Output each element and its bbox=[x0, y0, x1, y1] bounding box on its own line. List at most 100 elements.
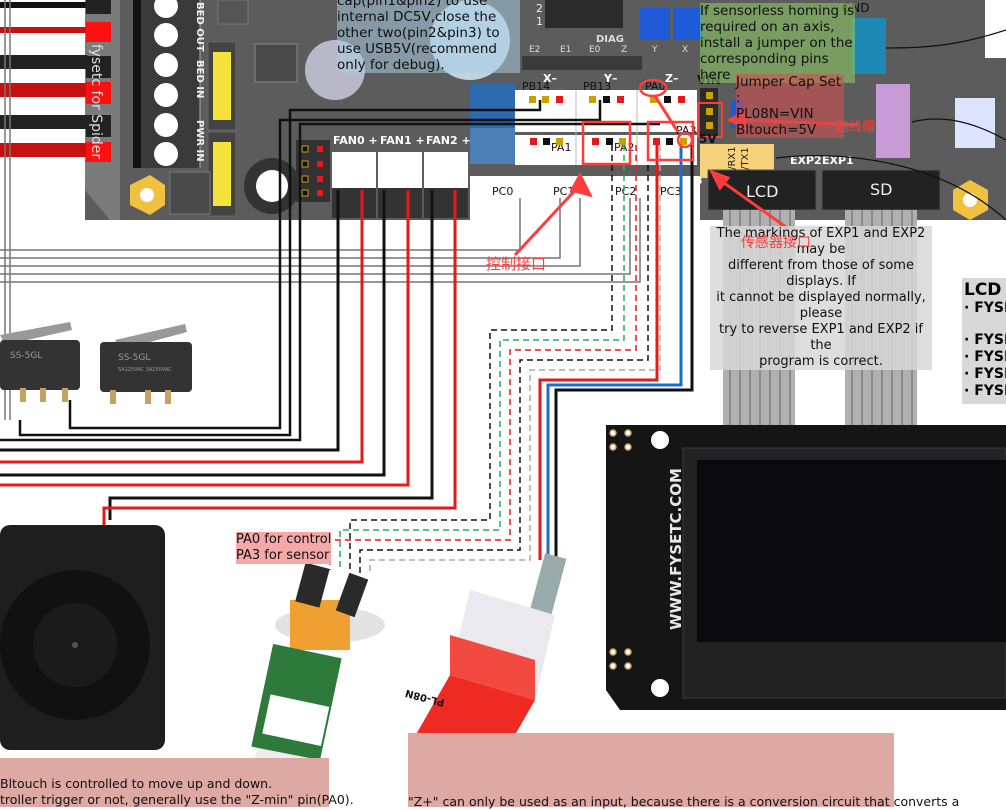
pin-pa0: PA0 bbox=[645, 80, 665, 93]
label-diag: DIAG bbox=[596, 34, 624, 45]
bltouch-probe bbox=[248, 562, 385, 785]
switch-model: SS-5GL bbox=[10, 351, 42, 361]
bltouch-pin-line: PA3 for sensor bbox=[236, 548, 330, 563]
annotation-boxes bbox=[581, 78, 695, 166]
label-lcd: LCD bbox=[746, 182, 778, 201]
zplus-desc: "Z+" can only be used as an input, becau… bbox=[408, 794, 960, 809]
fuse-bed bbox=[213, 52, 231, 120]
jumper-cap-cn-label: 跳线帽 bbox=[836, 120, 876, 135]
label-fan1: FAN1 + bbox=[380, 134, 425, 147]
probe-model: PL-08N bbox=[404, 687, 446, 708]
usb-power-note-line: cap(pin1&pin2) to use bbox=[337, 0, 488, 9]
lcd-legend: LCD · FYSE · FYSE · FYSE · FYSE · FYSE bbox=[962, 278, 1006, 404]
pin-pb13: PB13 bbox=[583, 80, 611, 93]
lcd-brand: WWW.FYSETC.COM bbox=[667, 468, 685, 630]
jumper-note-line: PL08N=VIN bbox=[736, 106, 814, 122]
label-diag-e0: E0 bbox=[589, 45, 601, 55]
lcd-legend-item: · FYSE bbox=[964, 300, 1006, 316]
pin-pc0: PC0 bbox=[492, 185, 513, 198]
power-wires bbox=[0, 2, 92, 157]
sensorless-note-line: corresponding pins here bbox=[700, 51, 829, 83]
lcd-legend-item: · FYSE bbox=[964, 383, 1006, 399]
label-diag-y: Y bbox=[651, 45, 658, 55]
label-z-min: Z– bbox=[665, 72, 678, 85]
purple-header bbox=[876, 84, 910, 158]
exp-warning-line: different from those of some displays. I… bbox=[728, 258, 914, 289]
lcd-legend-spacer bbox=[962, 317, 1006, 332]
exp-warning-line: The markings of EXP1 and EXP2 may be bbox=[716, 226, 926, 257]
endstop-wires bbox=[0, 100, 660, 442]
sensorless-note-line: install a jumper on the bbox=[700, 35, 853, 51]
label-diag-x: X bbox=[682, 45, 688, 55]
lcd-display: WWW.FYSETC.COM bbox=[606, 425, 1006, 710]
usb-power-note-line: use USB5V(recommend bbox=[337, 41, 497, 57]
label-te0: TE0 bbox=[502, 174, 525, 187]
probe-wires bbox=[538, 145, 694, 560]
label-x-min: X– bbox=[543, 72, 557, 85]
microsd-slot bbox=[985, 0, 1006, 58]
jumper-x bbox=[673, 8, 703, 40]
diag-header: DIAG E2 E1 E0 Z Y X 2 1 bbox=[522, 0, 703, 70]
label-rx1: PD0/RX1 bbox=[727, 146, 738, 190]
lcd-legend-item: · FYSE bbox=[964, 349, 1006, 365]
label-bed-out: BED OUT bbox=[194, 2, 205, 52]
terminal-holes bbox=[154, 0, 178, 166]
bltouch-pin-line: PA0 for control bbox=[236, 532, 332, 547]
switch-rating: 5A125VAC 3A250VAC bbox=[118, 367, 172, 373]
fan-wires bbox=[0, 190, 457, 525]
label-te2: TE2 bbox=[623, 174, 646, 187]
label-bed-in: BED IN bbox=[194, 60, 205, 98]
endstop-switch-1: SS-5GL bbox=[0, 322, 80, 402]
fuse-pwr bbox=[213, 142, 231, 206]
label-diag-z: Z bbox=[621, 45, 627, 55]
jumper-note-line: Jumper Cap Set : bbox=[736, 74, 842, 106]
label-fan2: FAN2 + bbox=[426, 134, 471, 147]
usb-power-note-line: internal DC5V,close the bbox=[337, 9, 497, 25]
label-5v: 5V bbox=[699, 132, 717, 146]
label-row-1: 1 bbox=[536, 15, 543, 28]
pin-pb14: PB14 bbox=[522, 80, 550, 93]
pointer-arrows bbox=[775, 29, 1006, 221]
endstop-switch-2: SS-5GL 5A125VAC 3A250VAC bbox=[100, 324, 192, 404]
label-fan0: FAN0 + bbox=[333, 134, 378, 147]
usb-power-note-line: other two(pin2&pin3) to bbox=[337, 25, 500, 41]
label-tx1: PD1/TX1 bbox=[740, 147, 751, 190]
bltouch-desc: Bltouch is controlled to move up and dow… bbox=[0, 776, 354, 808]
fan-headers: FAN0 + FAN1 + FAN2 + bbox=[332, 134, 471, 218]
exp-warning-line: try to reverse EXP1 and EXP2 if the bbox=[719, 322, 923, 353]
pin-pc3: PC3 bbox=[660, 185, 681, 198]
sensorless-note-line: If sensorless homing is bbox=[700, 3, 855, 19]
bltouch-desc-line: troller trigger or not, generally use th… bbox=[0, 792, 354, 807]
bltouch-pin-note: PA0 for control PA3 for sensor bbox=[236, 532, 332, 564]
label-pwr-in: PWR IN bbox=[194, 120, 205, 162]
exp-warning-note: The markings of EXP1 and EXP2 may be dif… bbox=[710, 226, 932, 370]
jumper-note-line: Bltouch=5V bbox=[736, 122, 817, 138]
bltouch-desc-box bbox=[0, 758, 329, 807]
side-text: fysetc for Spider bbox=[88, 44, 104, 159]
sensorless-homing-note: If sensorless homing is required on an a… bbox=[700, 3, 855, 83]
blower-fan bbox=[0, 525, 165, 750]
sensorless-header bbox=[852, 18, 886, 74]
terminal-edge bbox=[133, 0, 141, 168]
label-diag-e1: E1 bbox=[560, 45, 571, 55]
lcd-legend-item: · FYSE bbox=[964, 366, 1006, 382]
usb-power-note: cap(pin1&pin2) to use internal DC5V,clos… bbox=[337, 0, 520, 73]
zplus-desc-box bbox=[408, 733, 894, 807]
switch-model-2: SS-5GL bbox=[118, 353, 150, 363]
jumper-cap-note: Jumper Cap Set : PL08N=VIN Bltouch=5V bbox=[736, 74, 844, 138]
control-port-label: 控制接口 bbox=[486, 255, 547, 273]
pcb-edge bbox=[85, 0, 120, 220]
label-y-min: Y– bbox=[603, 72, 617, 85]
sensor-port-label: 传感器接口 bbox=[741, 235, 811, 251]
bltouch-desc-line: Bltouch is controlled to move up and dow… bbox=[0, 776, 273, 791]
usb-port bbox=[955, 98, 995, 148]
jumper-y bbox=[640, 8, 670, 40]
exp-warning-line: program is correct. bbox=[759, 354, 883, 369]
sensorless-note-line: required on an axis, bbox=[700, 19, 835, 35]
exp-warning-line: it cannot be displayed normally, please bbox=[716, 290, 926, 321]
inductor bbox=[254, 43, 298, 83]
label-sd: SD bbox=[870, 180, 892, 199]
lcd-legend-item: · FYSE bbox=[964, 332, 1006, 348]
label-exp2: EXP2 bbox=[790, 154, 822, 167]
